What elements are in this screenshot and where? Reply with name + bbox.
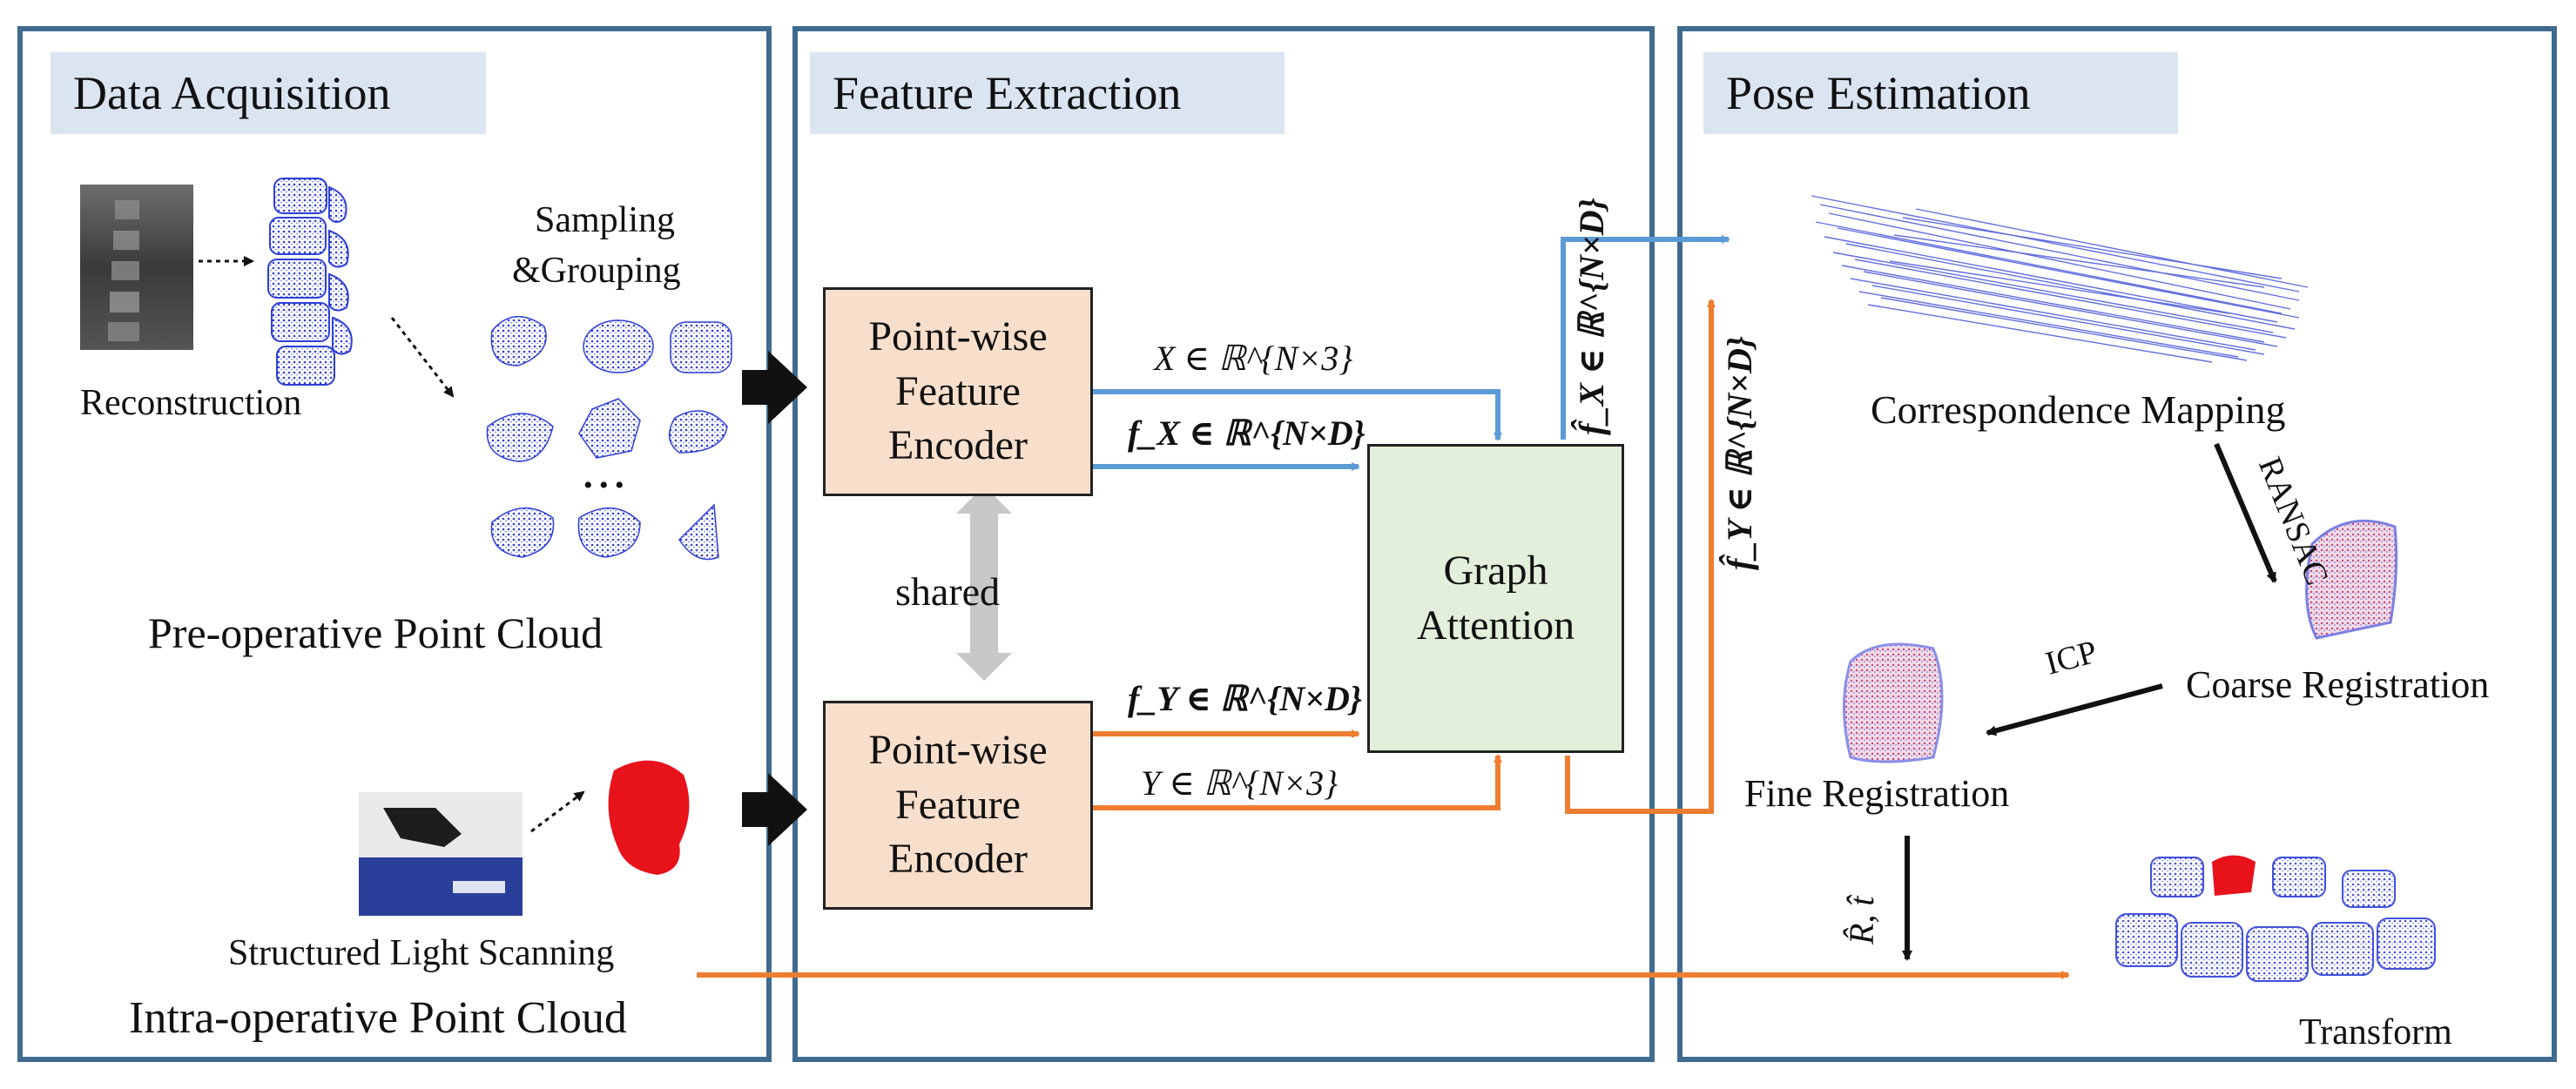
graph-attention-line-1: Graph bbox=[1443, 548, 1548, 595]
label-fy-dim: f_Y ∈ ℝ^{N×D} bbox=[1128, 679, 1362, 718]
label-coarse-registration: Coarse Registration bbox=[2186, 663, 2490, 706]
panel-title-pose-estimation: Pose Estimation bbox=[1703, 52, 2178, 134]
encoder-bottom-line-2: Feature bbox=[895, 781, 1021, 828]
label-shared: shared bbox=[895, 569, 1001, 614]
point-wise-feature-encoder-bottom: Point-wise Feature Encoder bbox=[823, 701, 1093, 910]
encoder-top-line-1: Point-wise bbox=[868, 313, 1048, 360]
dotted-arrow-scan bbox=[530, 790, 585, 833]
dotted-arrow-sampling bbox=[390, 317, 455, 398]
label-rt: R̂, t̂ bbox=[1842, 896, 1881, 944]
xray-image bbox=[80, 185, 193, 350]
arrow-ransac bbox=[2214, 442, 2277, 583]
label-pre-operative: Pre-operative Point Cloud bbox=[148, 608, 604, 657]
big-arrow-top bbox=[742, 351, 807, 424]
encoder-bottom-line-1: Point-wise bbox=[868, 727, 1048, 774]
shared-double-arrow bbox=[956, 486, 1012, 681]
encoder-top-line-3: Encoder bbox=[888, 422, 1028, 469]
transformed-red-vertebra bbox=[2212, 855, 2256, 896]
label-fine-registration: Fine Registration bbox=[1744, 772, 2010, 815]
fine-registration-shape bbox=[1843, 642, 1944, 763]
reconstructed-spine bbox=[267, 178, 353, 386]
intra-op-red-cloud bbox=[608, 760, 690, 875]
panel-data-acquisition bbox=[17, 26, 772, 1062]
ellipsis: • • • bbox=[583, 471, 624, 500]
arrow-x-to-attention bbox=[1093, 389, 1502, 441]
arrow-fxhat-to-correspondence bbox=[1561, 235, 1730, 440]
graph-attention-line-2: Attention bbox=[1416, 602, 1575, 649]
label-grouping: &Grouping bbox=[512, 251, 681, 291]
panel-title-data-acquisition: Data Acquisition bbox=[51, 52, 486, 134]
correspondence-lines bbox=[1811, 195, 2309, 363]
graph-attention-box: Graph Attention bbox=[1367, 444, 1624, 753]
structured-light-photo bbox=[359, 792, 523, 916]
sampled-point-groups bbox=[486, 315, 732, 561]
label-correspondence-mapping: Correspondence Mapping bbox=[1871, 387, 2286, 432]
coarse-registration-shape bbox=[2305, 519, 2398, 640]
panel-pose-estimation bbox=[1677, 26, 2557, 1062]
arrow-y-to-attention bbox=[1093, 754, 1502, 810]
transformed-spine bbox=[2115, 857, 2436, 982]
label-structured-light: Structured Light Scanning bbox=[228, 933, 615, 973]
label-fy-hat-dim: f̂_Y ∈ ℝ^{N×D} bbox=[1720, 336, 1759, 570]
label-x-dim: X ∈ ℝ^{N×3} bbox=[1154, 339, 1353, 378]
point-wise-feature-encoder-top: Point-wise Feature Encoder bbox=[823, 287, 1093, 496]
label-intra-operative: Intra-operative Point Cloud bbox=[129, 993, 627, 1043]
label-fx-dim: f_X ∈ ℝ^{N×D} bbox=[1128, 413, 1366, 453]
label-sampling: Sampling bbox=[535, 200, 676, 240]
label-fx-hat-dim: f̂_X ∈ ℝ^{N×D} bbox=[1572, 198, 1611, 436]
encoder-top-line-2: Feature bbox=[895, 367, 1021, 414]
big-arrow-bottom bbox=[742, 773, 807, 846]
arrow-fyhat-to-correspondence bbox=[1565, 299, 1716, 814]
panel-feature-extraction bbox=[792, 26, 1655, 1062]
arrow-icp bbox=[1986, 683, 2163, 736]
label-y-dim: Y ∈ ℝ^{N×3} bbox=[1141, 763, 1339, 803]
label-reconstruction: Reconstruction bbox=[80, 383, 302, 423]
label-transform: Transform bbox=[2299, 1012, 2452, 1052]
encoder-bottom-line-3: Encoder bbox=[888, 836, 1028, 883]
panel-title-feature-extraction: Feature Extraction bbox=[810, 52, 1285, 134]
